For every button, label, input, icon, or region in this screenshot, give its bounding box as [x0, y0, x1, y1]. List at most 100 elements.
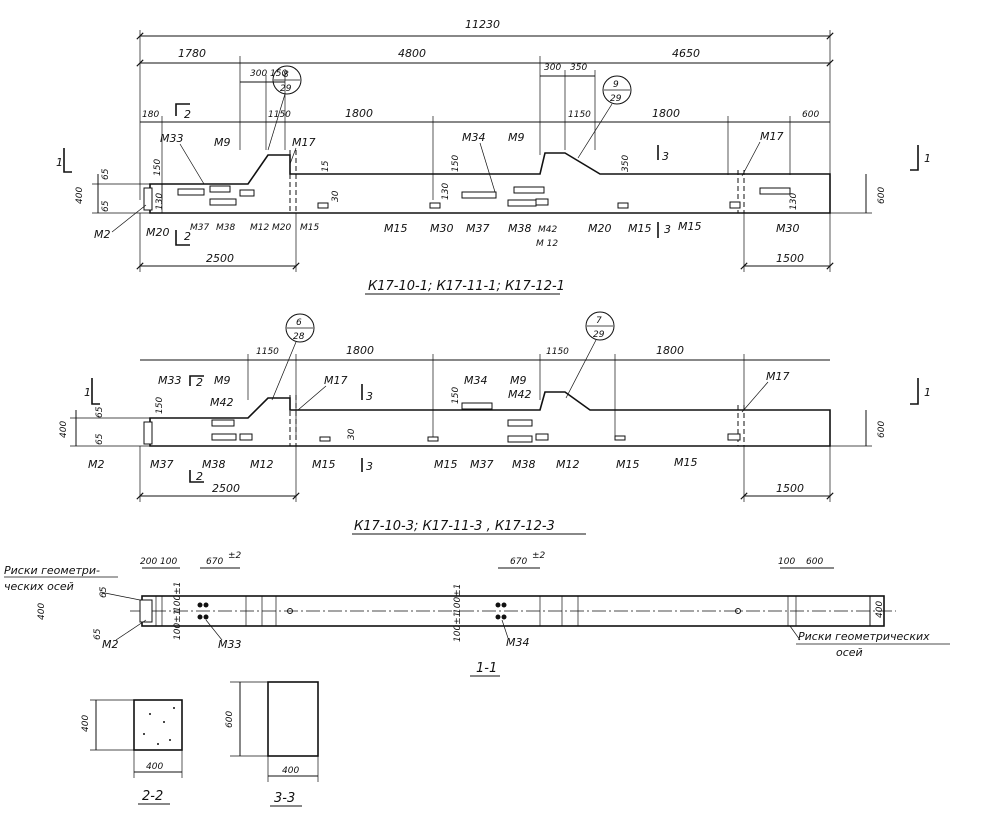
v2-label-m9b: M9	[510, 374, 527, 387]
label-m15a: M15	[300, 223, 319, 233]
dim-130v3: 130	[789, 193, 799, 210]
v3-dim-400-right: 400	[875, 601, 885, 618]
dim-1500: 1500	[776, 252, 804, 265]
node-a-top: 8	[283, 70, 289, 80]
v2-dim-1150b: 1150	[546, 347, 569, 357]
v2-label-m17: M17	[324, 374, 348, 387]
dim-350: 350	[570, 63, 587, 73]
v2-label-m2: M2	[88, 458, 105, 471]
v3-dim-100v4: 100±1	[453, 612, 463, 642]
label-m30b: M30	[776, 222, 800, 235]
v2-dim-65b: 65	[95, 433, 105, 445]
v3-dim-200: 200	[140, 557, 157, 567]
label-m17b: M17	[760, 130, 784, 143]
v2-beam-outline	[149, 391, 831, 447]
dim-350v: 350	[621, 155, 631, 172]
v2-label-m12a: M12	[250, 458, 274, 471]
node-b-bot: 29	[610, 94, 622, 104]
dim-1800b: 1800	[652, 107, 680, 120]
dim-4650: 4650	[672, 47, 700, 60]
dim-30: 30	[331, 190, 341, 202]
dim-130v2: 130	[441, 183, 451, 200]
label-m38b: M38	[508, 222, 532, 235]
v3-axis-left-line2: ческих осей	[4, 580, 74, 593]
dim-15: 15	[321, 160, 331, 172]
v2-node-a-bot: 28	[293, 332, 305, 342]
dim-600h: 600	[877, 187, 887, 204]
node-callout-b	[602, 75, 632, 105]
dim-150v: 150	[153, 159, 163, 176]
v2-label-m42a: M42	[210, 396, 234, 409]
v2-node-b-top: 7	[596, 316, 602, 326]
v2-label-m15b: M15	[434, 458, 458, 471]
dim-1150b: 1150	[568, 110, 591, 120]
v3-label-m2: M2	[102, 638, 119, 651]
label-m20b: M20	[272, 223, 291, 233]
v3-dim-100v2: 100±1	[173, 610, 183, 640]
label-m9b: M9	[508, 131, 525, 144]
dim-150v2: 150	[451, 155, 461, 172]
view1-elevation: 11230 1780 4800 4650 300 150 300 350 180…	[56, 18, 931, 295]
beam-outline	[149, 152, 831, 214]
view1-title: К17-10-1; К17-11-1; К17-12-1	[368, 279, 565, 294]
v3-axis-left-line1: Риски геометри-	[4, 564, 100, 577]
v3-dim-100b: 100	[778, 557, 795, 567]
view2-title: К17-10-3; К17-11-3 , К17-12-3	[354, 519, 555, 534]
section-3-3-width: 400	[282, 766, 299, 776]
dim-4800: 4800	[398, 47, 426, 60]
section-3-3-title: 3-3	[274, 791, 295, 806]
dim-total: 11230	[465, 18, 500, 31]
v2-label-m15d: M15	[674, 456, 698, 469]
v2-node-callout-b	[585, 311, 615, 341]
v3-title: 1-1	[476, 661, 497, 676]
dim-1800a: 1800	[345, 107, 373, 120]
label-m20c: M20	[588, 222, 612, 235]
v3-dim-100v1: 100±1	[173, 582, 183, 612]
label-m9a: M9	[214, 136, 231, 149]
v2-section-2-top: 2	[196, 376, 203, 389]
v2-dim-150v2: 150	[451, 387, 461, 404]
v2-node-b-bot: 29	[593, 330, 605, 340]
v2-label-m12b: M12	[556, 458, 580, 471]
dim-300a: 300	[250, 69, 267, 79]
v2-label-m15c: M15	[616, 458, 640, 471]
section-1-right: 1	[924, 152, 931, 165]
v2-dim-1500: 1500	[776, 482, 804, 495]
label-m12b: M 12	[536, 239, 558, 249]
label-m30a: M30	[430, 222, 454, 235]
view3-plan: Риски геометри- ческих осей 200 100 670 …	[4, 551, 950, 677]
v2-node-callout-a	[285, 313, 315, 343]
v3-dim-65b: 65	[93, 628, 103, 640]
section-2-2: 400 400 2-2	[81, 699, 183, 805]
section-2-bottom: 2	[184, 230, 191, 243]
v2-dim-400: 400	[59, 421, 69, 438]
v2-dim-1800a: 1800	[346, 344, 374, 357]
v2-dim-1150a: 1150	[256, 347, 279, 357]
v2-label-m37a: M37	[150, 458, 174, 471]
v2-dim-150v: 150	[155, 397, 165, 414]
v3-dim-100: 100	[160, 557, 177, 567]
v2-label-m38a: M38	[202, 458, 226, 471]
label-m33: M33	[160, 132, 184, 145]
v3-axis-right-line2: осей	[836, 646, 863, 659]
dim-180: 180	[142, 110, 159, 120]
dim-400: 400	[75, 187, 85, 204]
label-m37a: M37	[190, 223, 209, 233]
v3-dim-65a: 65	[99, 586, 109, 598]
section-3-3: 600 400 3-3	[225, 681, 319, 807]
view2-elevation: 1150 1800 1150 1800 400 65 65 150 150 30…	[59, 311, 931, 535]
v3-dim-670a: 670	[206, 557, 223, 567]
v2-section-1-left: 1	[84, 386, 91, 399]
dim-600: 600	[802, 110, 819, 120]
dim-65b: 65	[101, 200, 111, 212]
v2-dim-65a: 65	[95, 406, 105, 418]
section-2-2-height: 400	[81, 715, 91, 732]
label-m2: M2	[94, 228, 111, 241]
label-m15c: M15	[628, 222, 652, 235]
section-2-2-width: 400	[146, 762, 163, 772]
v2-label-m9a: M9	[214, 374, 231, 387]
v3-label-m34: M34	[506, 636, 530, 649]
section-2-2-title: 2-2	[142, 789, 163, 804]
section-1-left: 1	[56, 156, 63, 169]
